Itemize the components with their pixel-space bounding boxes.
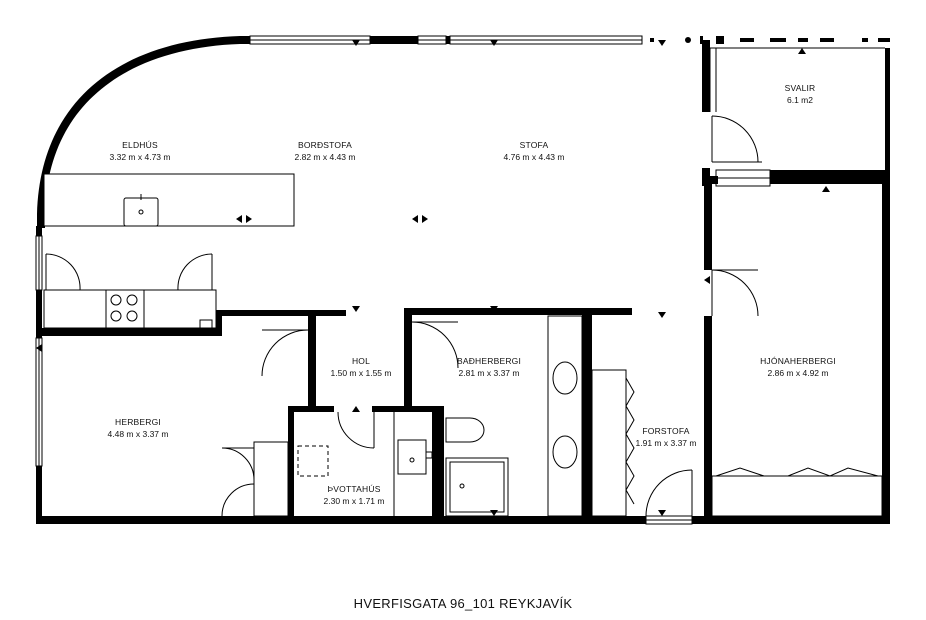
windows — [35, 35, 885, 467]
washer — [297, 445, 329, 477]
bathroom-fixtures — [297, 315, 583, 517]
address-caption: HVERFISGATA 96_101 REYKJAVÍK — [353, 596, 573, 611]
kitchen-fixtures — [43, 173, 295, 329]
svalir-name: SVALIR — [785, 83, 816, 93]
stofa-dims: 4.76 m x 4.43 m — [504, 152, 565, 162]
eldhus-dims: 3.32 m x 4.73 m — [110, 152, 171, 162]
right-wall — [882, 180, 890, 524]
cooktop — [105, 289, 145, 329]
forstofa-name: FORSTOFA — [642, 426, 689, 436]
balcony-wall-left-a — [702, 40, 710, 112]
badherbergi-dims: 2.81 m x 3.37 m — [459, 368, 520, 378]
left-wall-upper — [36, 226, 42, 236]
vanity — [547, 315, 583, 517]
wall-laundry-east — [432, 406, 444, 522]
thvottahus-name: ÞVOTTAHÚS — [327, 484, 380, 494]
door-bathroom — [411, 321, 459, 369]
forstofa-wardrobe — [591, 369, 627, 517]
balcony-wall-bottom — [770, 170, 890, 184]
wall-hol-west — [308, 316, 316, 410]
kitchen-island — [43, 173, 295, 227]
wall-hol-east — [404, 310, 412, 410]
wall-bath-north — [404, 308, 632, 315]
hol-name: HOL — [352, 356, 370, 366]
wall-hall-stub — [216, 310, 222, 336]
left-wall-mid — [36, 290, 42, 338]
doors — [221, 115, 762, 525]
wall-forstofa-west — [582, 314, 592, 524]
basin-2 — [552, 435, 578, 469]
left-wall-lower — [36, 466, 42, 524]
hol-dims: 1.50 m x 1.55 m — [331, 368, 392, 378]
stofa-name: STOFA — [520, 140, 549, 150]
door-balcony — [711, 115, 759, 163]
top-wall-b — [370, 36, 418, 44]
bottom-wall-b — [690, 516, 890, 524]
door-laundry — [337, 411, 375, 449]
door-front — [645, 469, 693, 517]
door-bedroom — [711, 269, 759, 317]
room-labels: ELDHÚS 3.32 m x 4.73 m BORÐSTOFA 2.82 m … — [108, 83, 836, 506]
wall-kitchen-south — [36, 328, 220, 336]
balcony-wall-right — [885, 48, 890, 180]
exterior-walls — [36, 36, 890, 524]
badherbergi-name: BAÐHERBERGI — [457, 356, 521, 366]
arrow-markers — [36, 40, 888, 516]
wall-bedroom-west-a — [704, 180, 712, 270]
wall-bedroom-north — [704, 176, 718, 184]
wardrobes — [591, 369, 883, 517]
toilet — [445, 417, 485, 443]
wall-laundry-north-b — [372, 406, 444, 412]
bedroom-wardrobe — [711, 475, 883, 517]
door-hol-west — [261, 329, 309, 377]
laundry-sink — [397, 439, 427, 475]
basin-1 — [552, 361, 578, 395]
dashed-top-edge — [650, 36, 890, 44]
hjonaherbergi-dims: 2.86 m x 4.92 m — [768, 368, 829, 378]
interior-walls — [36, 176, 718, 524]
bordstofa-name: BORÐSTOFA — [298, 140, 352, 150]
thvottahus-dims: 2.30 m x 1.71 m — [324, 496, 385, 506]
hjonaherbergi-name: HJÓNAHERBERGI — [760, 356, 836, 366]
bordstofa-dims: 2.82 m x 4.43 m — [295, 152, 356, 162]
herbergi-name: HERBERGI — [115, 417, 161, 427]
forstofa-dims: 1.91 m x 3.37 m — [636, 438, 697, 448]
bottom-wall-a — [36, 516, 646, 524]
herbergi-dims: 4.48 m x 3.37 m — [108, 429, 169, 439]
wall-hall-north-a — [216, 310, 346, 316]
top-wall-a — [244, 36, 250, 44]
wall-laundry-north — [288, 406, 334, 412]
shower — [445, 457, 509, 517]
svalir-dims: 6.1 m2 — [787, 95, 813, 105]
wall-laundry-west — [288, 406, 294, 522]
wall-bedroom-west-b — [704, 316, 712, 524]
eldhus-name: ELDHÚS — [122, 140, 158, 150]
top-wall-c — [446, 36, 450, 44]
